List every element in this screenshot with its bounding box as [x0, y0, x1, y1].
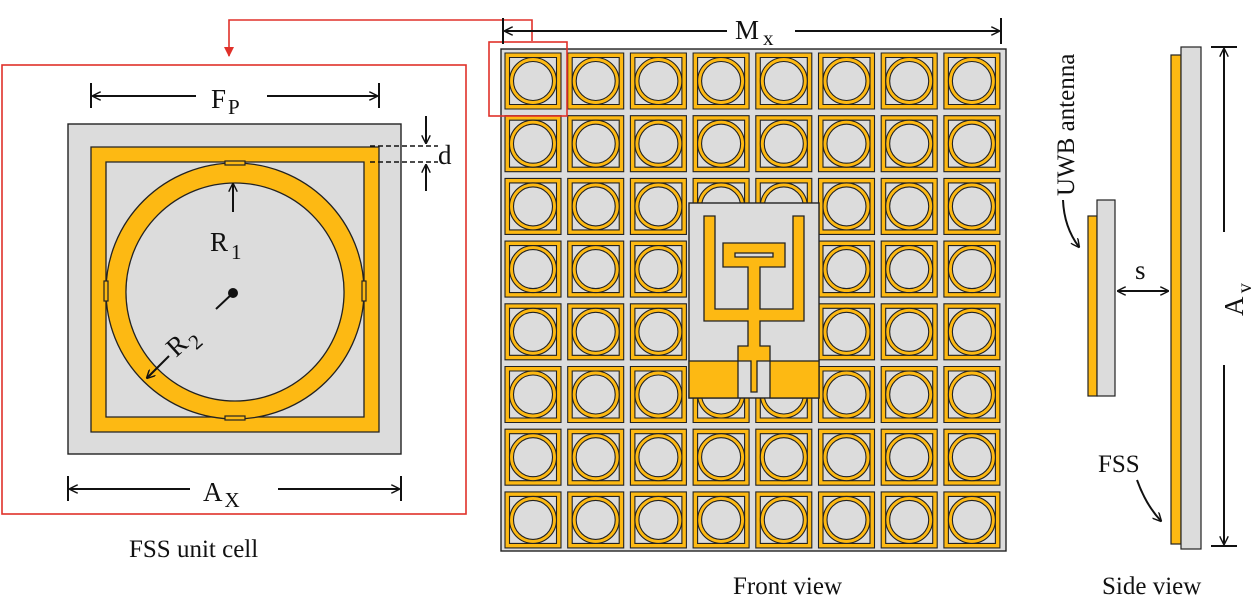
fss-cell — [880, 115, 938, 173]
s-label: s — [1135, 255, 1146, 285]
fss-cell — [880, 52, 938, 110]
fss-cell — [943, 365, 1001, 424]
fss-cell — [504, 240, 562, 298]
fss-cell — [692, 115, 750, 173]
fss-cell — [943, 240, 1001, 298]
fss-cell — [817, 365, 876, 424]
unit-cell-pointer — [224, 19, 533, 57]
fss-cell — [692, 428, 750, 486]
fss-cell — [692, 52, 750, 110]
fss-cell — [504, 52, 562, 110]
fss-cell — [880, 491, 938, 549]
uwb-antenna-pointer — [1062, 199, 1079, 247]
fss-cell — [817, 303, 876, 361]
fss-cell — [755, 115, 813, 173]
antenna-side-metal — [1087, 215, 1098, 397]
fss-cell — [817, 491, 876, 549]
antenna-radiator — [703, 215, 805, 393]
fss-cell — [567, 303, 625, 361]
fss-cell — [629, 303, 687, 361]
fss-side-label: FSS — [1098, 451, 1140, 478]
fss-cell — [504, 428, 562, 486]
fss-cell — [943, 491, 1001, 549]
fss-cell — [629, 491, 687, 549]
fss-cell — [943, 177, 1001, 235]
r2-arrow-a — [215, 292, 234, 310]
unit-cell-ring-connectors — [103, 160, 367, 421]
fss-cell — [880, 303, 938, 361]
fss-cell — [817, 428, 876, 486]
fss-cell — [629, 177, 687, 235]
fss-cell — [880, 365, 938, 424]
ax-label: AX — [203, 477, 240, 512]
fss-cell — [880, 428, 938, 486]
fss-cell — [567, 428, 625, 486]
fss-cell — [504, 491, 562, 549]
ay-label: Ay — [1219, 283, 1251, 317]
fp-label: FP — [211, 84, 240, 119]
fss-side-substrate — [1180, 46, 1202, 550]
fss-cell — [504, 365, 562, 424]
antenna-ground-right — [769, 360, 820, 399]
uwb-antenna-label: UWB antenna — [1053, 54, 1080, 196]
fss-cell — [504, 303, 562, 361]
front-view-caption: Front view — [733, 573, 842, 600]
fss-cell — [755, 428, 813, 486]
fss-cell — [629, 365, 687, 424]
fss-cell — [692, 491, 750, 549]
fss-cell — [504, 115, 562, 173]
fss-cell — [880, 177, 938, 235]
fss-cell — [817, 115, 876, 173]
fss-cell — [943, 303, 1001, 361]
antenna-ground-left — [688, 360, 739, 399]
fss-cell — [755, 52, 813, 110]
fss-cell — [567, 365, 625, 424]
fss-cell-grid — [504, 52, 1001, 549]
fss-side-metal — [1170, 54, 1182, 545]
selected-cell-highlight — [488, 41, 568, 117]
fss-cell — [567, 240, 625, 298]
fss-cell — [755, 491, 813, 549]
antenna-side-substrate — [1096, 199, 1116, 397]
fss-cell — [567, 177, 625, 235]
d-label: d — [438, 140, 452, 170]
unit-cell-square-loop — [90, 146, 380, 433]
fss-cell — [567, 115, 625, 173]
fss-cell — [943, 428, 1001, 486]
fss-cell — [567, 52, 625, 110]
fss-side-pointer — [1136, 479, 1161, 521]
fss-cell — [943, 52, 1001, 110]
uwb-antenna-front — [688, 202, 820, 399]
side-view-panel: UWB antenna s Ay FSS Side view — [1053, 46, 1251, 600]
unit-cell-caption: FSS unit cell — [129, 536, 258, 563]
side-view-caption: Side view — [1102, 573, 1201, 600]
fss-cell — [567, 491, 625, 549]
fss-cell — [629, 52, 687, 110]
unit-cell-frame — [1, 64, 467, 515]
fss-cell — [629, 428, 687, 486]
fss-cell — [504, 177, 562, 235]
fss-cell — [629, 115, 687, 173]
fss-cell — [817, 52, 876, 110]
fss-cell — [629, 240, 687, 298]
fss-cell — [880, 240, 938, 298]
r2-arrow-b — [147, 355, 170, 378]
fss-cell — [817, 177, 876, 235]
fss-cell — [943, 115, 1001, 173]
